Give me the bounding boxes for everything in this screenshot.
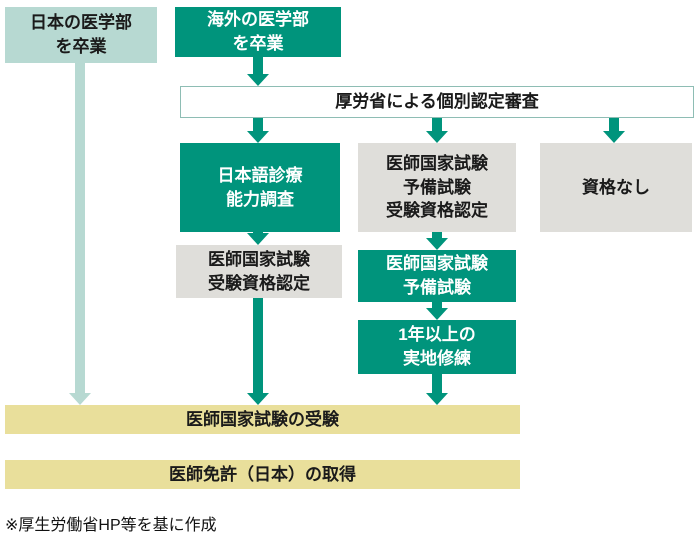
national-exam-bar: 医師国家試験の受験 [5, 405, 520, 434]
arrow-prelim-eligibility-to-prelim-exam [426, 232, 448, 250]
mhlw-review-box: 厚労省による個別認定審査 [180, 86, 694, 118]
japanese-clinical-box: 日本語診療 能力調査 [180, 143, 340, 232]
arrow-japanese-clinical-to-exam-eligibility [247, 232, 269, 245]
prelim-exam-box: 医師国家試験 予備試験 [358, 250, 516, 302]
practical-training-box: 1年以上の 実地修練 [358, 320, 516, 374]
arrow-japan-grad-to-national-exam [69, 63, 91, 405]
arrow-review-to-no-qualification [603, 116, 625, 143]
license-bar: 医師免許（日本）の取得 [5, 460, 520, 489]
arrow-exam-eligibility-to-national-exam [247, 298, 269, 405]
source-note: ※厚生労働省HP等を基に作成 [5, 517, 217, 534]
arrow-overseas-to-review [247, 57, 269, 86]
arrow-prelim-exam-to-practical-training [426, 302, 448, 320]
overseas-grad-box: 海外の医学部 を卒業 [175, 7, 341, 57]
arrow-practical-training-to-national-exam [426, 374, 448, 405]
prelim-eligibility-box: 医師国家試験 予備試験 受験資格認定 [358, 143, 516, 232]
arrow-review-to-japanese-clinical [247, 116, 269, 143]
exam-eligibility-box: 医師国家試験 受験資格認定 [176, 245, 342, 298]
japan-grad-box: 日本の医学部 を卒業 [5, 7, 157, 63]
no-qualification-box: 資格なし [540, 143, 692, 232]
arrow-review-to-prelim-eligibility [426, 116, 448, 143]
